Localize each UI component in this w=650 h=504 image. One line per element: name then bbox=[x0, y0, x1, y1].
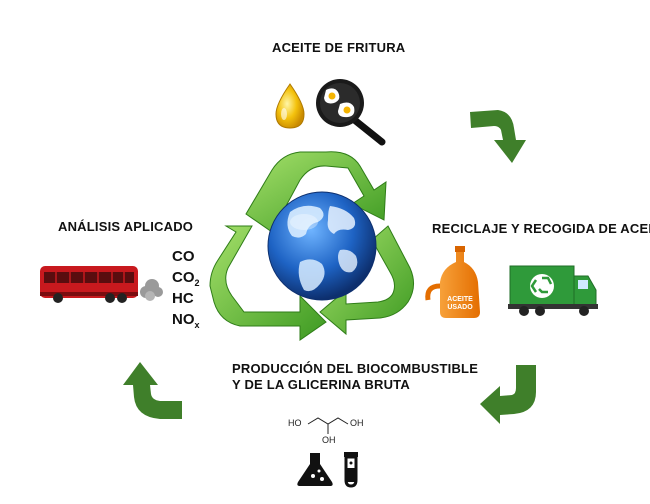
oil-drop-icon bbox=[275, 83, 305, 129]
emission-list: CO CO2 HC NOx bbox=[172, 249, 200, 333]
frying-pan-icon bbox=[316, 79, 386, 146]
cycle-arrow-bottom-right bbox=[480, 365, 536, 424]
flask-icon bbox=[297, 453, 333, 486]
glycerol-label-oh-right: OH bbox=[350, 418, 364, 428]
recycle-globe-icon bbox=[209, 151, 414, 341]
glycerol-molecule-icon: HO OH OH bbox=[288, 417, 364, 445]
cycle-arrow-top-right bbox=[470, 110, 526, 163]
test-tube-icon bbox=[344, 452, 358, 488]
stage-title-recycling: RECICLAJE Y RECOGIDA DE ACEITE bbox=[432, 221, 650, 236]
glycerol-label-ho: HO bbox=[288, 418, 302, 428]
bus-icon bbox=[40, 266, 138, 303]
emission-nox: NOx bbox=[172, 311, 200, 331]
stage-title-analysis: ANÁLISIS APLICADO bbox=[58, 219, 194, 234]
stage-title-production-line1: PRODUCCIÓN DEL BIOCOMBUSTIBLE bbox=[232, 361, 479, 376]
emission-co2: CO2 bbox=[172, 269, 200, 289]
emission-co: CO bbox=[172, 248, 195, 265]
stage-title-production-line2: Y DE LA GLICERINA BRUTA bbox=[232, 377, 410, 392]
glycerol-label-oh-bottom: OH bbox=[322, 435, 336, 445]
recycling-truck-icon bbox=[508, 265, 598, 316]
emission-hc: HC bbox=[172, 290, 194, 307]
cycle-arrow-bottom-left bbox=[123, 362, 182, 419]
bottle-label-line1: ACEITE bbox=[447, 296, 473, 303]
oil-bottle-icon: ACEITE USADO bbox=[425, 246, 480, 318]
bottle-label-line2: USADO bbox=[447, 304, 473, 311]
exhaust-smoke-icon bbox=[140, 279, 163, 301]
stage-title-frying-oil: ACEITE DE FRITURA bbox=[272, 40, 406, 55]
